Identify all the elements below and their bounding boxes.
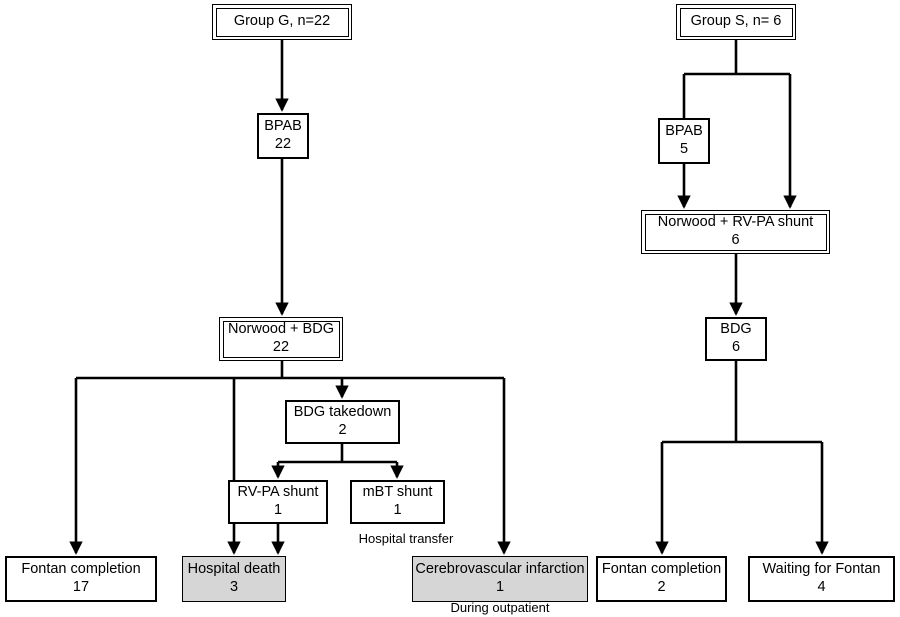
caption-during_outpatient: During outpatient [450, 600, 550, 615]
node-count: 6 [731, 232, 740, 248]
node-label: Group G, n=22 [233, 13, 331, 30]
node-count: 1 [393, 502, 402, 518]
node-group_s: Group S, n= 6 [676, 4, 796, 40]
node-count: 2 [338, 422, 347, 438]
node-label: Norwood + RV-PA shunt [657, 214, 814, 231]
node-label: BPAB [264, 118, 302, 135]
node-label: BDG takedown [293, 404, 392, 421]
node-count: 4 [817, 579, 826, 595]
node-label: BDG [720, 321, 752, 338]
node-count: 6 [731, 339, 741, 355]
node-count: 3 [229, 579, 239, 595]
node-label: Waiting for Fontan [762, 561, 881, 578]
node-label: Hospital death [187, 561, 281, 578]
node-label: Fontan completion [601, 561, 722, 578]
node-count: 5 [679, 141, 689, 157]
node-label: mBT shunt [362, 484, 433, 501]
node-count: 22 [272, 339, 290, 355]
node-label: Fontan completion [21, 561, 141, 578]
node-label: BPAB [665, 123, 703, 140]
node-label: Cerebrovascular infarction [415, 561, 585, 578]
node-count: 2 [657, 579, 666, 595]
node-count: 1 [495, 579, 505, 595]
node-group_g: Group G, n=22 [212, 4, 352, 40]
node-label: Norwood + BDG [228, 321, 334, 338]
caption-hospital_transfer: Hospital transfer [358, 531, 454, 546]
node-count: 17 [72, 579, 90, 595]
node-label: RV-PA shunt [237, 484, 319, 501]
node-count: 1 [273, 502, 283, 518]
node-label: Group S, n= 6 [690, 13, 782, 30]
node-count: 22 [274, 136, 292, 152]
node-inner-border: Group G, n=22 [215, 7, 349, 37]
node-inner-border: Group S, n= 6 [679, 7, 793, 37]
